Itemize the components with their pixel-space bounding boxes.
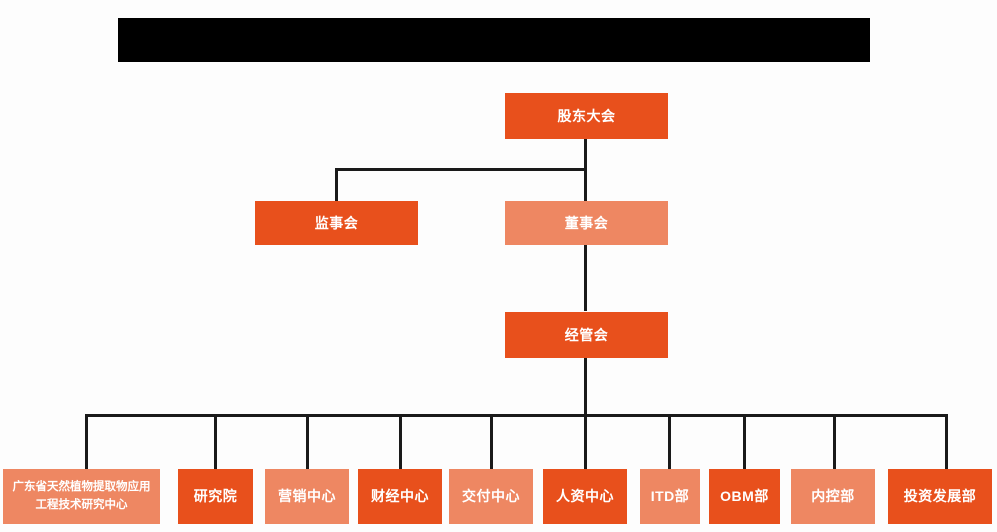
connector-management-stem bbox=[584, 357, 587, 417]
org-node-gd-center[interactable]: 广东省天然植物提取物应用工程技术研究中心 bbox=[3, 469, 160, 524]
connector-drop-itd-dept bbox=[668, 414, 671, 469]
org-node-research-institute[interactable]: 研究院 bbox=[178, 469, 253, 524]
connector-to-supervisors bbox=[335, 168, 338, 201]
connector-drop-investment-dev-dept bbox=[945, 414, 948, 469]
org-node-directors[interactable]: 董事会 bbox=[505, 201, 668, 245]
org-node-delivery-center[interactable]: 交付中心 bbox=[449, 469, 533, 524]
connector-directors-to-management bbox=[584, 244, 587, 311]
org-node-marketing-center[interactable]: 营销中心 bbox=[265, 469, 349, 524]
org-node-management[interactable]: 经管会 bbox=[505, 312, 668, 358]
org-node-shareholders[interactable]: 股东大会 bbox=[505, 93, 668, 139]
connector-drop-internal-control-dept bbox=[833, 414, 836, 469]
connector-department-bus bbox=[85, 414, 946, 417]
org-node-investment-dev-dept[interactable]: 投资发展部 bbox=[888, 469, 992, 524]
org-node-obm-dept[interactable]: OBM部 bbox=[709, 469, 780, 524]
connector-drop-marketing-center bbox=[306, 414, 309, 469]
connector-to-directors bbox=[584, 168, 587, 201]
connector-drop-finance-center bbox=[399, 414, 402, 469]
connector-row1-row2-bar bbox=[335, 168, 587, 171]
org-node-finance-center[interactable]: 财经中心 bbox=[358, 469, 442, 524]
org-node-hr-center[interactable]: 人资中心 bbox=[543, 469, 627, 524]
connector-drop-gd-center bbox=[85, 414, 88, 469]
connector-drop-delivery-center bbox=[490, 414, 493, 469]
connector-drop-hr-center bbox=[584, 414, 587, 469]
title-banner bbox=[118, 18, 870, 62]
connector-drop-research-institute bbox=[214, 414, 217, 469]
connector-shareholders-stem bbox=[584, 139, 587, 171]
connector-drop-obm-dept bbox=[743, 414, 746, 469]
org-node-internal-control-dept[interactable]: 内控部 bbox=[791, 469, 875, 524]
org-node-itd-dept[interactable]: ITD部 bbox=[640, 469, 700, 524]
org-node-supervisors[interactable]: 监事会 bbox=[255, 201, 418, 245]
